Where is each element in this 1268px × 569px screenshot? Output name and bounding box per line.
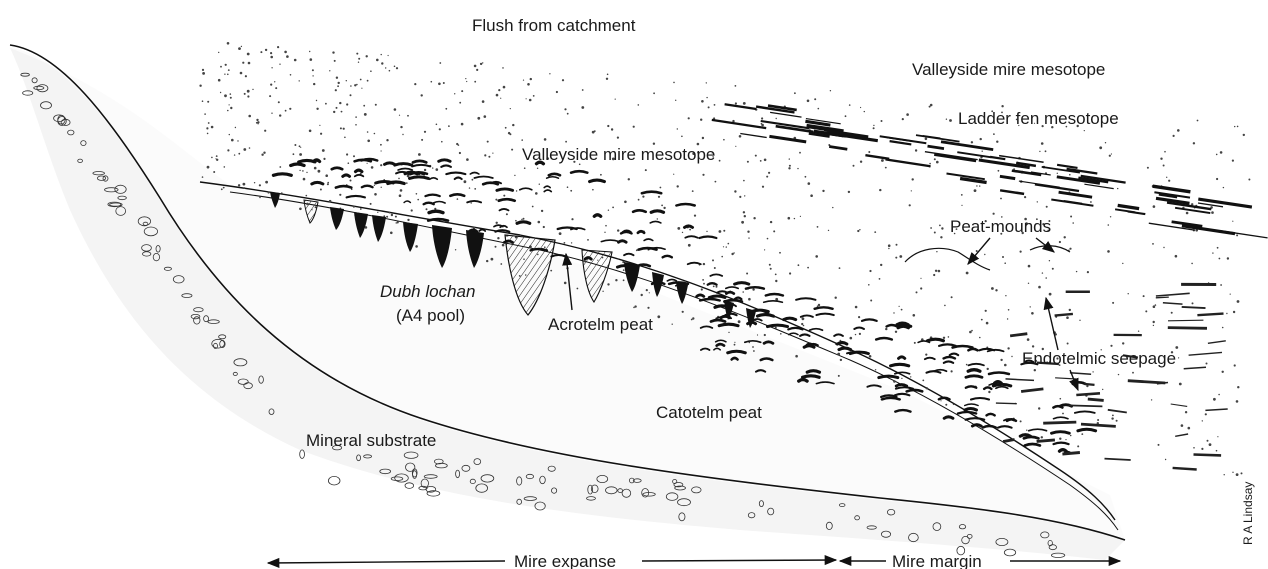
pool-section (676, 282, 688, 304)
label-mineral-substrate: Mineral substrate (306, 431, 436, 450)
label-flush-from-catchment: Flush from catchment (472, 16, 636, 35)
artist-signature: R A Lindsay (1241, 482, 1255, 545)
label-mire-margin: Mire margin (892, 552, 982, 569)
mire-expanse-arrow-right (642, 560, 836, 561)
arrow-peat-mound-right (1036, 238, 1054, 252)
label-a4-pool: (A4 pool) (396, 306, 465, 325)
label-mire-expanse: Mire expanse (514, 552, 616, 569)
label-valleyside-mire-mesotope-upper: Valleyside mire mesotope (912, 60, 1105, 79)
label-dubh-lochan: Dubh lochan (380, 282, 475, 301)
label-valleyside-mire-mesotope: Valleyside mire mesotope (522, 145, 715, 164)
label-peat-mounds: Peat-mounds (950, 217, 1051, 236)
label-acrotelm-peat: Acrotelm peat (548, 315, 653, 334)
label-endotelmic-seepage: Endotelmic seepage (1022, 349, 1176, 368)
label-catotelm-peat: Catotelm peat (656, 403, 762, 422)
arrow-endotelmic-seepage-upper (1046, 298, 1058, 350)
arrow-peat-mound-left (968, 238, 990, 264)
mire-expanse-arrow-left (268, 561, 505, 563)
label-ladder-fen-mesotope: Ladder fen mesotope (958, 109, 1119, 128)
